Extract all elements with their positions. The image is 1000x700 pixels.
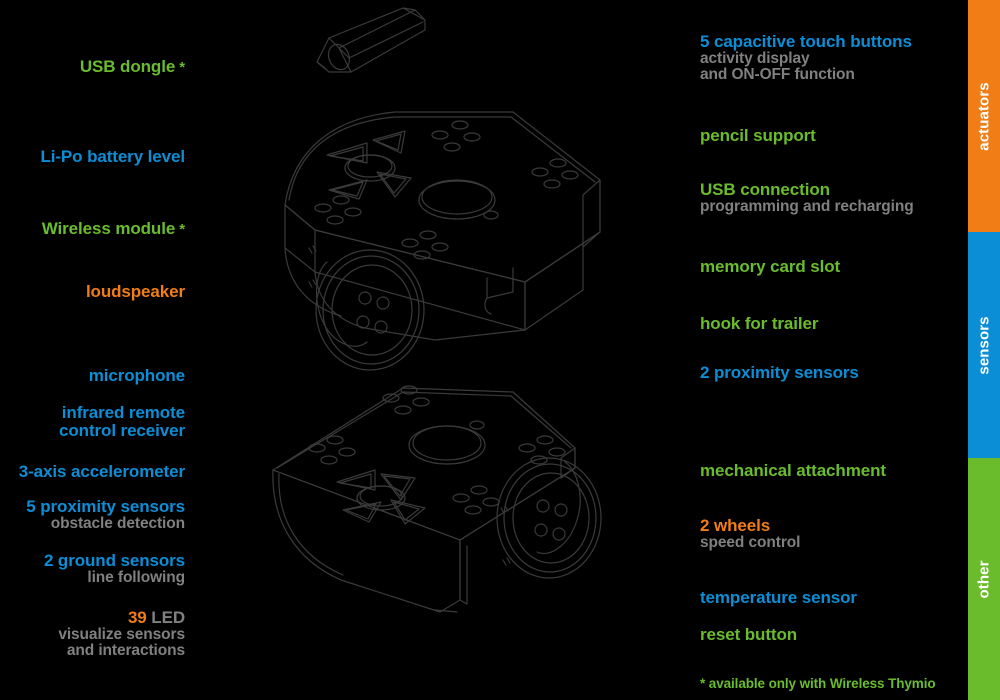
feature-title-2-wheels: 2 wheels <box>700 516 771 535</box>
feature-label-wireless-module: Wireless module * <box>0 219 185 238</box>
feature-label-pencil-support: pencil support <box>700 126 965 145</box>
feature-title-li-po-battery-level: Li-Po battery level <box>40 147 185 166</box>
feature-subtitle-5-proximity-sensors-0: obstacle detection <box>50 515 185 533</box>
robot-upper-body-drawing <box>284 111 601 371</box>
feature-title-loudspeaker: loudspeaker <box>85 282 185 301</box>
category-label-other: other <box>975 560 993 598</box>
feature-title-pencil-support: pencil support <box>700 126 816 145</box>
feature-title-wireless-module: Wireless module * <box>41 219 185 238</box>
feature-title-tail-39-led: LED <box>146 608 185 627</box>
feature-title-microphone: microphone <box>88 366 185 385</box>
category-band-other: other <box>968 458 1000 700</box>
feature-label-3-axis-accelerometer: 3-axis accelerometer <box>0 462 185 481</box>
feature-subtitle-39-led-1: and interactions <box>66 642 185 660</box>
feature-label-temperature-sensor: temperature sensor <box>700 588 965 607</box>
feature-label-microphone: microphone <box>0 366 185 385</box>
feature-title-2-ground-sensors: 2 ground sensors <box>43 551 185 570</box>
feature-title-usb-dongle: USB dongle * <box>79 57 185 76</box>
feature-title-reset-button: reset button <box>700 625 798 644</box>
feature-title-usb-connection: USB connection <box>700 180 830 199</box>
feature-title-39-led: 39 LED <box>127 608 185 627</box>
feature-label-mechanical-attachment: mechanical attachment <box>700 461 965 480</box>
feature-subtitle-5-capacitive-touch-buttons-0: activity display <box>700 50 810 68</box>
feature-label-2-proximity-sensors: 2 proximity sensors <box>700 363 965 382</box>
feature-label-reset-button: reset button <box>700 625 965 644</box>
category-label-actuators: actuators <box>975 81 993 151</box>
usb-dongle-drawing <box>316 7 426 73</box>
feature-title-hook-for-trailer: hook for trailer <box>700 314 819 333</box>
category-legend-bar: actuators sensors other <box>968 0 1000 700</box>
feature-title-memory-card-slot: memory card slot <box>700 257 841 276</box>
feature-title-infrared-remote-control-receiver: infrared remote <box>61 403 185 422</box>
footnote-wireless-thymio: * available only with Wireless Thymio <box>700 676 936 691</box>
feature-title-5-proximity-sensors: 5 proximity sensors <box>26 497 185 516</box>
feature-label-usb-dongle: USB dongle * <box>0 57 185 76</box>
feature-label-li-po-battery-level: Li-Po battery level <box>0 147 185 166</box>
feature-subtitle-usb-connection-0: programming and recharging <box>700 198 914 216</box>
feature-label-loudspeaker: loudspeaker <box>0 282 185 301</box>
feature-title-5-capacitive-touch-buttons: 5 capacitive touch buttons <box>700 32 912 51</box>
feature-subtitle-39-led-0: visualize sensors <box>58 626 185 644</box>
feature-subtitle-5-capacitive-touch-buttons-1: and ON-OFF function <box>700 66 855 84</box>
feature-title-2-proximity-sensors: 2 proximity sensors <box>700 363 859 382</box>
asterisk-icon: * <box>175 59 185 76</box>
feature-subtitle-2-wheels-0: speed control <box>700 534 801 552</box>
thymio-robot-illustration <box>255 0 675 700</box>
feature-title-3-axis-accelerometer: 3-axis accelerometer <box>18 462 185 481</box>
category-band-sensors: sensors <box>968 232 1000 458</box>
feature-title2-infrared-remote-control-receiver: control receiver <box>59 421 185 441</box>
feature-subtitle-2-ground-sensors-0: line following <box>87 569 185 587</box>
feature-title-mechanical-attachment: mechanical attachment <box>700 461 886 480</box>
category-band-actuators: actuators <box>968 0 1000 232</box>
feature-label-hook-for-trailer: hook for trailer <box>700 314 965 333</box>
asterisk-icon: * <box>175 221 185 238</box>
category-label-sensors: sensors <box>975 315 993 375</box>
robot-lower-body-drawing <box>272 385 602 613</box>
feature-label-memory-card-slot: memory card slot <box>700 257 965 276</box>
feature-title-temperature-sensor: temperature sensor <box>700 588 857 607</box>
